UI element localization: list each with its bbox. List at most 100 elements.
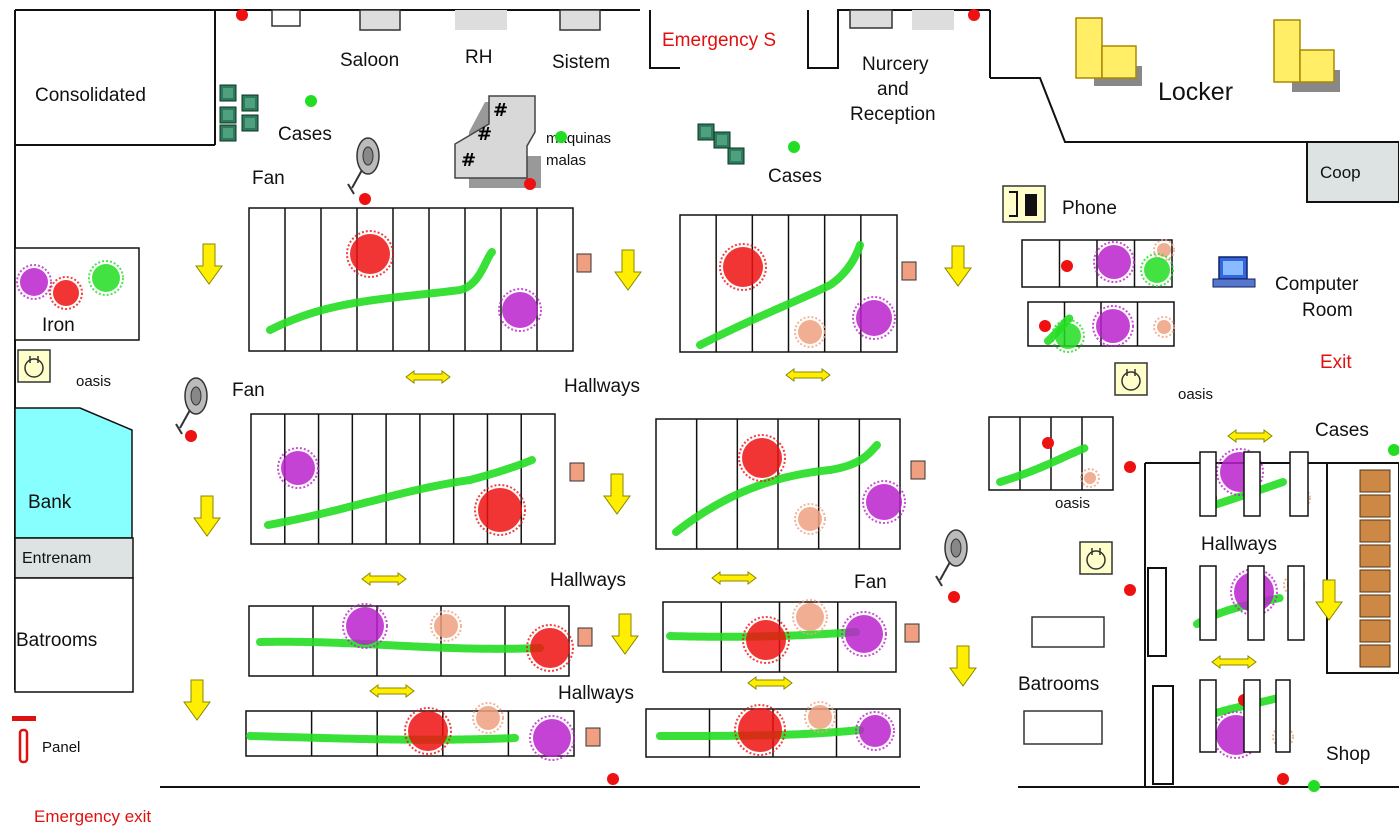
crate: [1359, 619, 1391, 643]
cases-icon: [697, 123, 745, 165]
green-path: [256, 637, 544, 653]
purple-blob: [855, 711, 895, 751]
cases-label-3: Cases: [1315, 420, 1369, 441]
red-dot: [968, 9, 980, 21]
walls: [14, 9, 1399, 788]
oasis-label-1: oasis: [76, 373, 111, 390]
green-dot: [1388, 444, 1399, 456]
nursery-label-2: and: [877, 79, 909, 100]
orange-marker: [585, 727, 601, 747]
shelf: [1199, 565, 1217, 641]
oasis-label-2: oasis: [1178, 386, 1213, 403]
red-dot: [1039, 320, 1051, 332]
batrooms-room-left: [14, 577, 134, 693]
phone-icon: [1002, 185, 1046, 223]
purple-blob: [277, 447, 319, 489]
green-dot: [1308, 780, 1320, 792]
shelf: [1243, 679, 1261, 753]
arrow-horizontal-icon: [369, 684, 415, 698]
svg-text:#: #: [477, 124, 492, 145]
red-dot: [1277, 773, 1289, 785]
panel-label: Panel: [42, 739, 80, 756]
arrow-down-icon: [944, 245, 972, 287]
orange-blob: [792, 599, 828, 635]
hallways-label-3: Hallways: [558, 683, 634, 704]
oasis-label-3: oasis: [1055, 495, 1090, 512]
panel-icon: [12, 716, 36, 764]
green-dot: [305, 95, 317, 107]
red-dot: [1042, 437, 1054, 449]
purple-blob: [1093, 241, 1135, 283]
hallways-label-1: Hallways: [564, 376, 640, 397]
purple-blob: [342, 603, 388, 649]
green-dot: [555, 131, 567, 143]
coop-label: Coop: [1320, 163, 1361, 182]
arrow-down-icon: [193, 495, 221, 537]
red-dot: [1124, 584, 1136, 596]
saloon-label: Saloon: [340, 50, 399, 71]
emergency-exit-label: Emergency exit: [34, 807, 151, 826]
crate: [1359, 494, 1391, 518]
cases-label-1: Cases: [278, 124, 332, 145]
iron-label: Iron: [42, 315, 75, 336]
batroom-box: [1023, 710, 1103, 745]
locker-icon: [1075, 17, 1142, 86]
arrow-down-icon: [614, 249, 642, 291]
rh-label: RH: [465, 47, 492, 68]
orange-marker: [910, 460, 926, 480]
red-dot: [948, 591, 960, 603]
arrow-horizontal-icon: [711, 571, 757, 585]
batrooms-label-2: Batrooms: [1018, 674, 1099, 695]
crate: [1359, 469, 1391, 493]
orange-blob: [472, 702, 504, 734]
red-blob: [346, 230, 394, 278]
locker-icon: [1273, 19, 1340, 92]
purple-blob: [498, 288, 542, 332]
shop-label: Shop: [1326, 744, 1370, 765]
red-blob: [719, 243, 767, 291]
consolidated-label: Consolidated: [35, 85, 146, 106]
arrow-horizontal-icon: [1211, 655, 1257, 669]
locker-label: Locker: [1158, 78, 1233, 106]
fan-icon: [347, 137, 380, 195]
svg-text:#: #: [493, 100, 508, 121]
arrow-horizontal-icon: [747, 676, 793, 690]
red-blob: [742, 616, 790, 664]
desk-block: [655, 418, 901, 550]
crate: [1359, 594, 1391, 618]
red-dot: [524, 178, 536, 190]
emergency-s-label: Emergency S: [662, 30, 776, 51]
exit-label: Exit: [1320, 352, 1352, 373]
shelf: [1243, 451, 1261, 517]
orange-marker: [569, 462, 585, 482]
purple-blob: [529, 715, 575, 761]
arrow-down-icon: [949, 645, 977, 687]
arrow-down-icon: [1315, 579, 1343, 621]
purple-blob: [862, 480, 906, 524]
shelf: [1247, 565, 1265, 641]
purple-blob: [1092, 305, 1134, 347]
shelf: [1287, 565, 1305, 641]
entrenam-room: [14, 537, 134, 579]
orange-blob: [1080, 468, 1100, 488]
maquinas-label-2: malas: [546, 152, 586, 169]
arrow-down-icon: [603, 473, 631, 515]
orange-blob: [794, 503, 826, 535]
green-path: [246, 732, 519, 744]
green-path: [672, 441, 881, 536]
red-dot: [607, 773, 619, 785]
batrooms-label-1: Batrooms: [16, 630, 97, 651]
arrow-horizontal-icon: [405, 370, 451, 384]
arrow-horizontal-icon: [785, 368, 831, 382]
shop-shelves: [569, 253, 1391, 753]
red-dot: [185, 430, 197, 442]
red-blob: [404, 707, 452, 755]
nursery-label-3: Reception: [850, 104, 936, 125]
purple-blob: [841, 611, 887, 657]
fan-label-2: Fan: [232, 380, 265, 401]
shelf: [1289, 451, 1309, 517]
red-blob: [526, 624, 574, 672]
green-path: [264, 456, 536, 529]
green-blob: [1051, 319, 1085, 353]
orange-blob: [794, 316, 826, 348]
